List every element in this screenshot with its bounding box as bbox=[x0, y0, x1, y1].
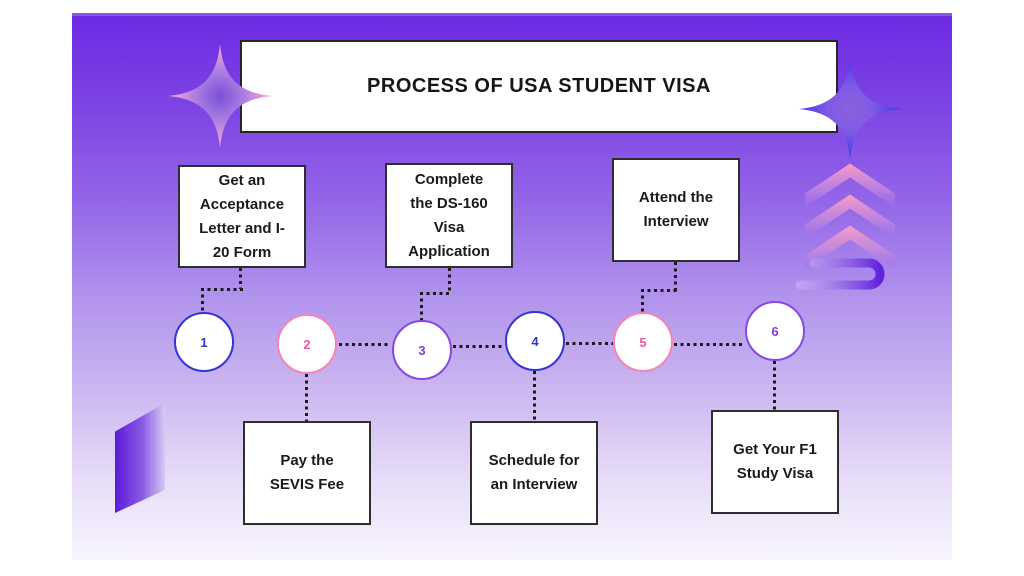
title-box: PROCESS OF USA STUDENT VISA bbox=[240, 40, 838, 133]
dotted-connector bbox=[674, 262, 677, 291]
step-label-1: Get an Acceptance Letter and I-20 Form bbox=[199, 171, 285, 261]
dotted-connector bbox=[566, 342, 613, 345]
dotted-connector bbox=[448, 268, 451, 294]
step-label-2: Pay the SEVIS Fee bbox=[269, 452, 345, 493]
step-circle-1: 1 bbox=[174, 312, 234, 372]
step-label-5: Attend the Interview bbox=[638, 189, 714, 230]
dotted-connector bbox=[674, 343, 745, 346]
dotted-connector bbox=[641, 289, 644, 314]
step-circle-3: 3 bbox=[392, 320, 452, 380]
dotted-connector bbox=[773, 361, 776, 410]
dotted-connector bbox=[339, 343, 391, 346]
infographic-canvas: PROCESS OF USA STUDENT VISA Get an Accep… bbox=[72, 13, 952, 560]
step-circle-4: 4 bbox=[505, 311, 565, 371]
canvas-top-highlight bbox=[72, 13, 952, 16]
step-label-6: Get Your F1 Study Visa bbox=[733, 441, 817, 482]
page-title: PROCESS OF USA STUDENT VISA bbox=[367, 75, 711, 97]
dotted-connector bbox=[641, 289, 677, 292]
step-label-4: Schedule for an Interview bbox=[488, 452, 580, 493]
step-box-1: Get an Acceptance Letter and I-20 Form bbox=[178, 165, 306, 268]
dotted-connector bbox=[239, 268, 242, 289]
step-box-2: Pay the SEVIS Fee bbox=[243, 421, 371, 525]
step-circle-6: 6 bbox=[745, 301, 805, 361]
sparkle-pink-icon bbox=[168, 44, 272, 148]
triple-chevron-icon bbox=[805, 163, 895, 269]
step-circle-5: 5 bbox=[613, 312, 673, 372]
sparkle-blue-icon bbox=[799, 58, 901, 160]
step-box-4: Schedule for an Interview bbox=[470, 421, 598, 525]
dotted-connector bbox=[305, 374, 308, 421]
dotted-connector bbox=[453, 345, 505, 348]
dotted-connector bbox=[420, 292, 423, 321]
dotted-connector bbox=[201, 288, 243, 291]
step-box-5: Attend the Interview bbox=[612, 158, 740, 262]
curved-hook-icon bbox=[795, 258, 885, 290]
step-box-6: Get Your F1 Study Visa bbox=[711, 410, 839, 514]
step-box-3: Complete the DS-160 Visa Application bbox=[385, 163, 513, 268]
parallelogram-icon bbox=[115, 403, 165, 513]
dotted-connector bbox=[533, 371, 536, 421]
dotted-connector bbox=[420, 292, 451, 295]
step-circle-2: 2 bbox=[277, 314, 337, 374]
dotted-connector bbox=[201, 288, 204, 314]
step-label-3: Complete the DS-160 Visa Application bbox=[408, 170, 490, 260]
